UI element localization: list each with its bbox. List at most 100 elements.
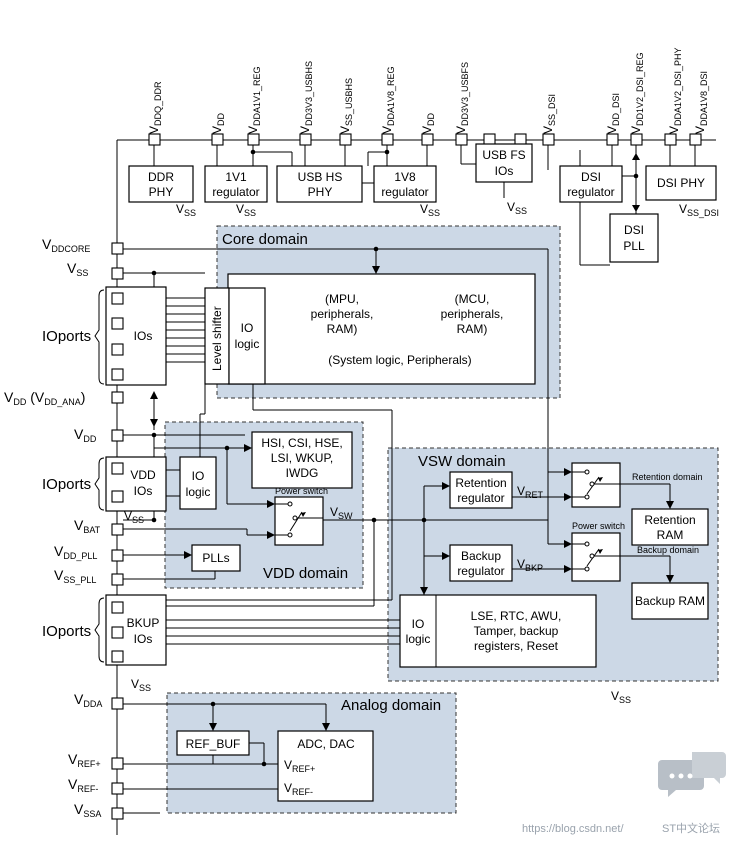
svg-text:Backup RAM: Backup RAM xyxy=(635,594,705,608)
svg-text:regulator: regulator xyxy=(457,491,504,505)
svg-text:HSI, CSI, HSE,: HSI, CSI, HSE, xyxy=(261,436,342,450)
svg-text:(System logic, Peripherals): (System logic, Peripherals) xyxy=(328,353,471,367)
vdd-power-switch xyxy=(274,496,324,546)
svg-text:USB HS: USB HS xyxy=(298,170,343,184)
pin-vss-usbhs: VSS_USBHS xyxy=(338,78,354,134)
svg-text:PLLs: PLLs xyxy=(202,551,229,565)
pin-vref-minus: VREF- xyxy=(68,776,98,794)
backup-domain-label: Backup domain xyxy=(637,545,699,555)
ioports-label-3: IOports xyxy=(42,623,91,640)
vsw-power-switch-label: Power switch xyxy=(572,521,625,531)
svg-text:BKUP: BKUP xyxy=(127,616,160,630)
pin-vdd-vdd-ana: VDD (VDD_ANA) xyxy=(4,389,85,407)
svg-text:REF_BUF: REF_BUF xyxy=(186,737,241,751)
vdd-io-logic xyxy=(179,456,217,510)
top-pins: VDDQ_DDR VDD VDDA1V1_REG VDD3V3_USBHS VS… xyxy=(147,47,709,146)
ioports-label-2: IOports xyxy=(42,476,91,493)
vss-label-1v8: VSS xyxy=(420,202,440,218)
svg-text:PHY: PHY xyxy=(308,185,333,199)
svg-text:IOs: IOs xyxy=(134,484,153,498)
pin-vdd-pll: VDD_PLL xyxy=(54,543,97,561)
vsw-label: VSW xyxy=(330,505,353,521)
watermark-url: https://blog.csdn.net/ xyxy=(522,823,624,835)
svg-text:DDR: DDR xyxy=(148,170,174,184)
pin-vdda1v1-reg: VDDA1V1_REG xyxy=(246,66,262,134)
lse-rtc-block: LSE, RTC, AWU, xyxy=(471,609,562,623)
pin-vdd: VDD xyxy=(74,426,97,444)
chat-bubble-back-icon xyxy=(692,752,726,784)
svg-text:Retention: Retention xyxy=(455,476,506,490)
level-shifter xyxy=(204,287,230,385)
svg-text:regulator: regulator xyxy=(457,564,504,578)
svg-text:regulator: regulator xyxy=(212,185,259,199)
vss-label-usbfs: VSS xyxy=(507,200,527,216)
usb-hs-phy-block xyxy=(276,165,363,203)
retention-power-switch xyxy=(571,462,621,508)
vsw-vss-label: VSS xyxy=(611,689,631,705)
backup-ram xyxy=(631,582,709,620)
pin-vdd3v3-usbhs: VDD3V3_USBHS xyxy=(298,61,314,134)
svg-text:Level shifter: Level shifter xyxy=(210,306,224,371)
pin-vbat: VBAT xyxy=(74,517,101,535)
svg-text:peripherals,: peripherals, xyxy=(441,307,504,321)
vret-label: VRET xyxy=(517,484,544,500)
backup-regulator xyxy=(449,544,513,582)
svg-text:1V8: 1V8 xyxy=(394,170,416,184)
svg-text:DSI PHY: DSI PHY xyxy=(657,176,705,190)
svg-text:RAM): RAM) xyxy=(457,322,488,336)
pin-vref-plus: VREF+ xyxy=(68,751,101,769)
svg-text:IO: IO xyxy=(192,469,205,483)
dsi-regulator-block xyxy=(559,165,623,203)
svg-text:IO: IO xyxy=(241,321,254,335)
svg-text:logic: logic xyxy=(186,485,211,499)
pin-vdd1v2-dsi-reg: VDD1V2_DSI_REG xyxy=(629,52,645,134)
vss-label-ddr: VSS xyxy=(176,202,196,218)
pin-vdd3v3-usbfs: VDD3V3_USBFS xyxy=(454,62,470,134)
watermark-brand: ST中文论坛 xyxy=(662,821,720,835)
backup-domain-block xyxy=(399,594,597,668)
clocks-block xyxy=(251,431,353,489)
core-io-logic xyxy=(228,287,266,385)
svg-text:regulator: regulator xyxy=(567,185,614,199)
svg-text:1V1: 1V1 xyxy=(225,170,247,184)
svg-text:ADC, DAC: ADC, DAC xyxy=(297,737,355,751)
core-domain-title: Core domain xyxy=(222,231,308,248)
svg-text:logic: logic xyxy=(235,337,260,351)
svg-text:Backup: Backup xyxy=(461,549,501,563)
top-blocks: DDR PHY 1V1 regulator USB HS PHY 1V8 reg… xyxy=(128,143,719,266)
svg-text:DSI: DSI xyxy=(624,223,644,237)
pin-vssa: VSSA xyxy=(74,801,101,819)
vdd-power-switch-label: Power switch xyxy=(275,486,328,496)
pin-vdda1v8-dsi: VDDA1V8_DSI xyxy=(693,71,709,134)
dsi-phy-block xyxy=(645,165,717,201)
pin-vdd-dsi: VDD_DSI xyxy=(605,93,621,134)
pin-vdd-2: VDD xyxy=(420,112,436,134)
dsi-pll-block xyxy=(609,213,659,263)
retention-regulator xyxy=(449,471,513,509)
pin-vss-dsi: VSS_DSI xyxy=(541,94,557,134)
svg-text:PHY: PHY xyxy=(149,185,174,199)
pin-vss-pll: VSS_PLL xyxy=(54,567,96,585)
svg-text:PLL: PLL xyxy=(623,239,645,253)
plls-block xyxy=(191,544,241,572)
svg-text:peripherals,: peripherals, xyxy=(311,307,374,321)
vss-label-dsi-phy: VSS_DSI xyxy=(679,202,719,218)
adc-vref-plus: VREF+ xyxy=(284,758,315,774)
svg-text:Retention: Retention xyxy=(644,513,695,527)
adc-dac-block xyxy=(277,730,374,802)
pin-vdda1v8-reg: VDDA1V8_REG xyxy=(380,66,396,134)
vdd-domain-title: VDD domain xyxy=(263,565,348,582)
svg-text:logic: logic xyxy=(406,632,431,646)
watermark: https://blog.csdn.net/ ST中文论坛 xyxy=(522,752,726,835)
svg-text:LSI, WKUP,: LSI, WKUP, xyxy=(271,451,333,465)
svg-text:(MCU,: (MCU, xyxy=(455,292,490,306)
pin-vss: VSS xyxy=(67,260,88,278)
pin-vdda1v2-dsi-phy: VDDA1V2_DSI_PHY xyxy=(667,47,683,134)
core-logic-block xyxy=(227,273,536,385)
retention-domain-label: Retention domain xyxy=(632,472,703,482)
svg-text:VDD: VDD xyxy=(130,468,156,482)
vss-label-1v1: VSS xyxy=(236,202,256,218)
svg-text:DSI: DSI xyxy=(581,170,601,184)
svg-text:IOs: IOs xyxy=(495,164,514,178)
